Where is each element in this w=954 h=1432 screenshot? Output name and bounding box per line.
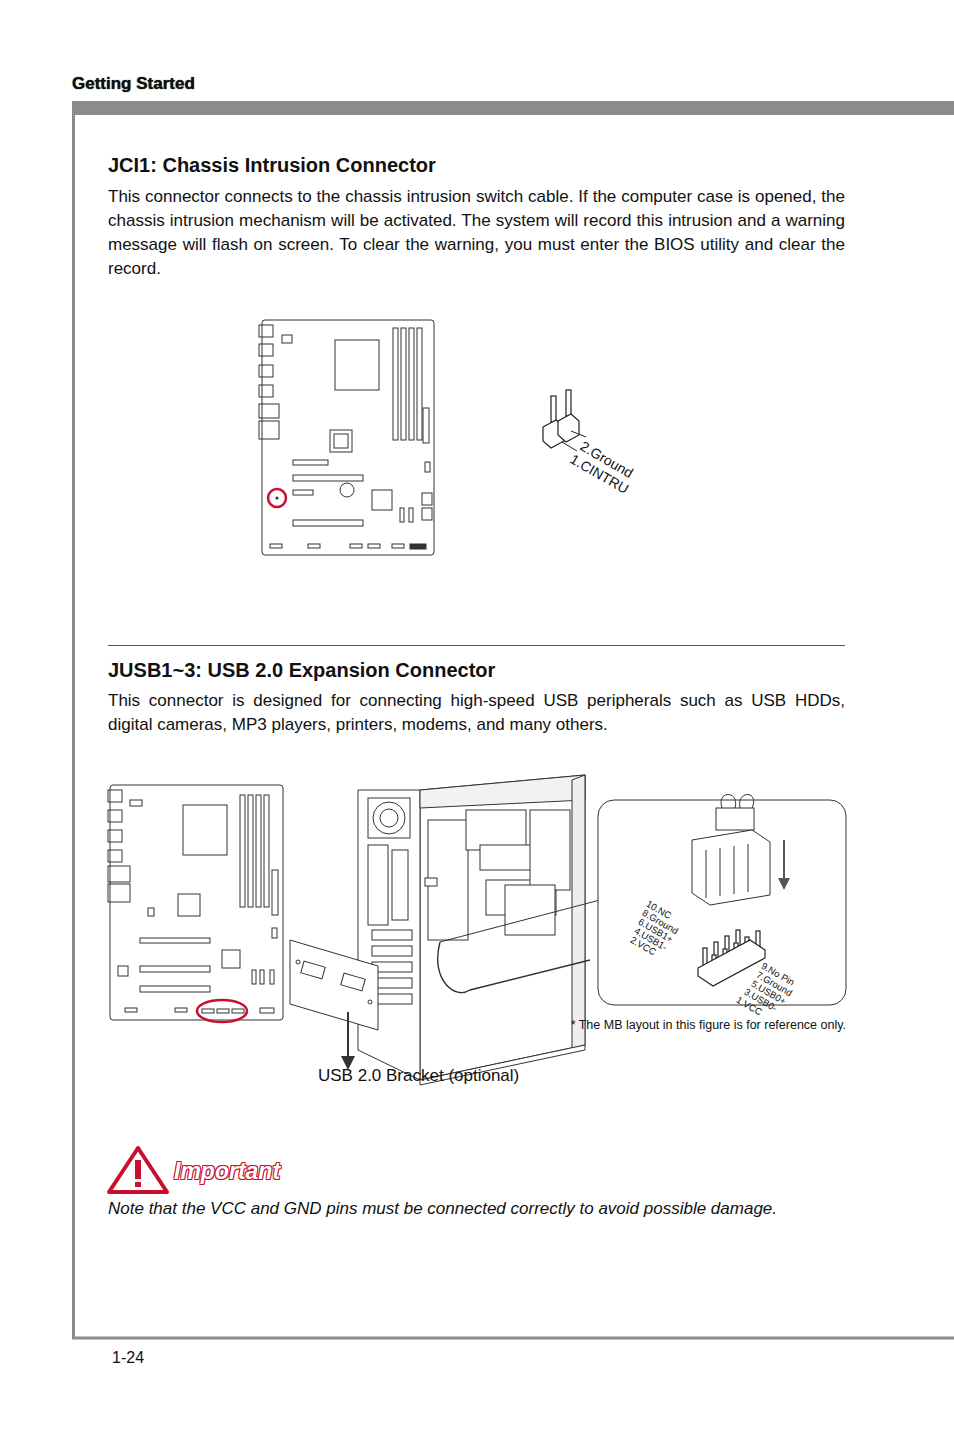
frame-line xyxy=(72,115,75,1339)
usb-plug xyxy=(692,795,770,906)
frame-line xyxy=(72,1337,954,1340)
arrowhead xyxy=(778,878,790,890)
heading: JCI1: Chassis Intrusion Connector xyxy=(108,153,848,178)
paragraph: This connector connects to the chassis i… xyxy=(108,185,845,281)
motherboard-outline xyxy=(108,785,283,1020)
highlight-ellipse xyxy=(197,1000,247,1022)
section-header: Getting Started xyxy=(72,73,372,94)
arrow-line xyxy=(347,1012,349,1058)
page-number: 1-24 xyxy=(112,1348,192,1368)
callout-box xyxy=(598,800,846,1005)
header-bar xyxy=(72,101,954,115)
highlight-circle xyxy=(268,489,286,507)
paragraph: This connector is designed for connectin… xyxy=(108,689,845,737)
computer-case xyxy=(358,775,585,1085)
heading: JUSB1~3: USB 2.0 Expansion Connector xyxy=(108,658,848,683)
leader-line xyxy=(571,431,586,437)
section-divider xyxy=(108,645,845,646)
connector-dot xyxy=(275,496,278,499)
warning-icon xyxy=(109,1148,167,1192)
leader-line xyxy=(562,442,577,451)
cable xyxy=(438,942,590,993)
pin-header xyxy=(543,390,579,448)
arrow-line xyxy=(783,840,785,880)
motherboard-outline xyxy=(259,320,434,555)
note: Note that the VCC and GND pins must be c… xyxy=(108,1197,845,1221)
warning-title: Important xyxy=(174,1157,334,1186)
figure-label: USB 2.0 Bracket (optional) xyxy=(318,1065,578,1086)
usb-bracket xyxy=(290,940,378,1030)
leader-line xyxy=(440,900,600,942)
footnote: * The MB layout in this figure is for re… xyxy=(500,1017,846,1033)
